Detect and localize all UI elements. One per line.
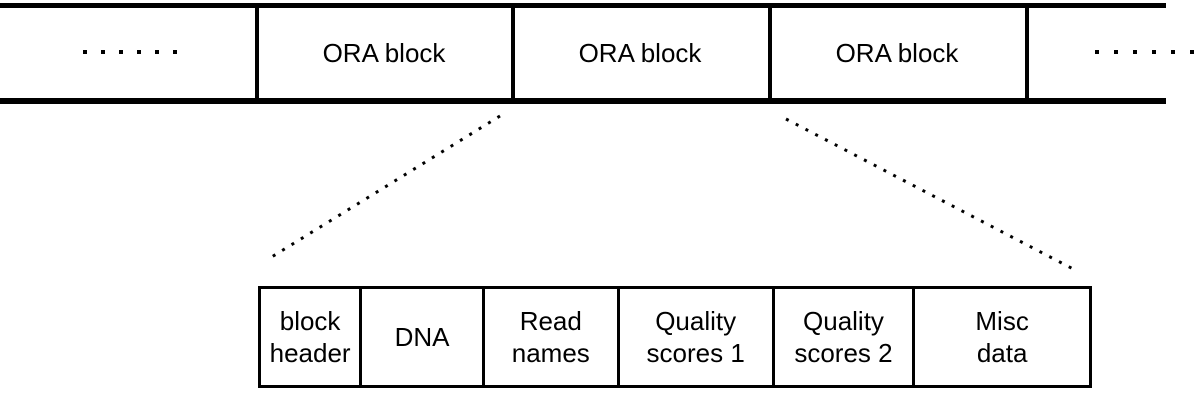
ellipsis-dot — [1171, 50, 1175, 54]
stream-divider — [768, 8, 772, 98]
expanded-cell-label-line: block — [279, 306, 341, 336]
ellipsis-dot — [1190, 50, 1194, 54]
stream-divider — [1025, 8, 1029, 98]
stream-ellipsis-right — [1095, 50, 1194, 54]
ora-block-label: ORA block — [578, 38, 702, 68]
expanded-cell-label-line: Misc — [975, 306, 1029, 336]
expanded-cell-label-line: names — [511, 338, 590, 368]
ellipsis-dot — [1152, 50, 1156, 54]
ora-block-label: ORA block — [322, 38, 446, 68]
stream-top-line — [0, 3, 1166, 8]
expanded-cell-label-line: data — [976, 338, 1028, 368]
ellipsis-dot — [101, 50, 105, 54]
expanded-cell-label-line: header — [269, 338, 351, 368]
ellipsis-dot — [83, 50, 87, 54]
ellipsis-dot — [119, 50, 123, 54]
stream-ellipsis-left — [83, 50, 177, 54]
expanded-cell-label-line: Quality — [803, 306, 884, 336]
ora-block-label: ORA block — [835, 38, 959, 68]
expanded-cell-label-line: Read — [519, 306, 582, 336]
ellipsis-dot — [137, 50, 141, 54]
stream-divider — [511, 8, 515, 98]
stream-bottom-line — [0, 98, 1166, 104]
ellipsis-dot — [1095, 50, 1099, 54]
zoom-connector-right — [785, 117, 1078, 273]
stream-divider — [255, 8, 259, 98]
expanded-cell-label-line: Quality — [655, 306, 737, 336]
ellipsis-dot — [1114, 50, 1118, 54]
ellipsis-dot — [155, 50, 159, 54]
expanded-cell-label-line: DNA — [394, 322, 450, 352]
expanded-cell-label-line: scores 2 — [794, 338, 893, 368]
expanded-cell: DNA — [359, 289, 482, 385]
ellipsis-dot — [1133, 50, 1137, 54]
ellipsis-dot — [173, 50, 177, 54]
expanded-cell-label-line: scores 1 — [646, 338, 745, 368]
zoom-connector-left — [269, 114, 501, 260]
